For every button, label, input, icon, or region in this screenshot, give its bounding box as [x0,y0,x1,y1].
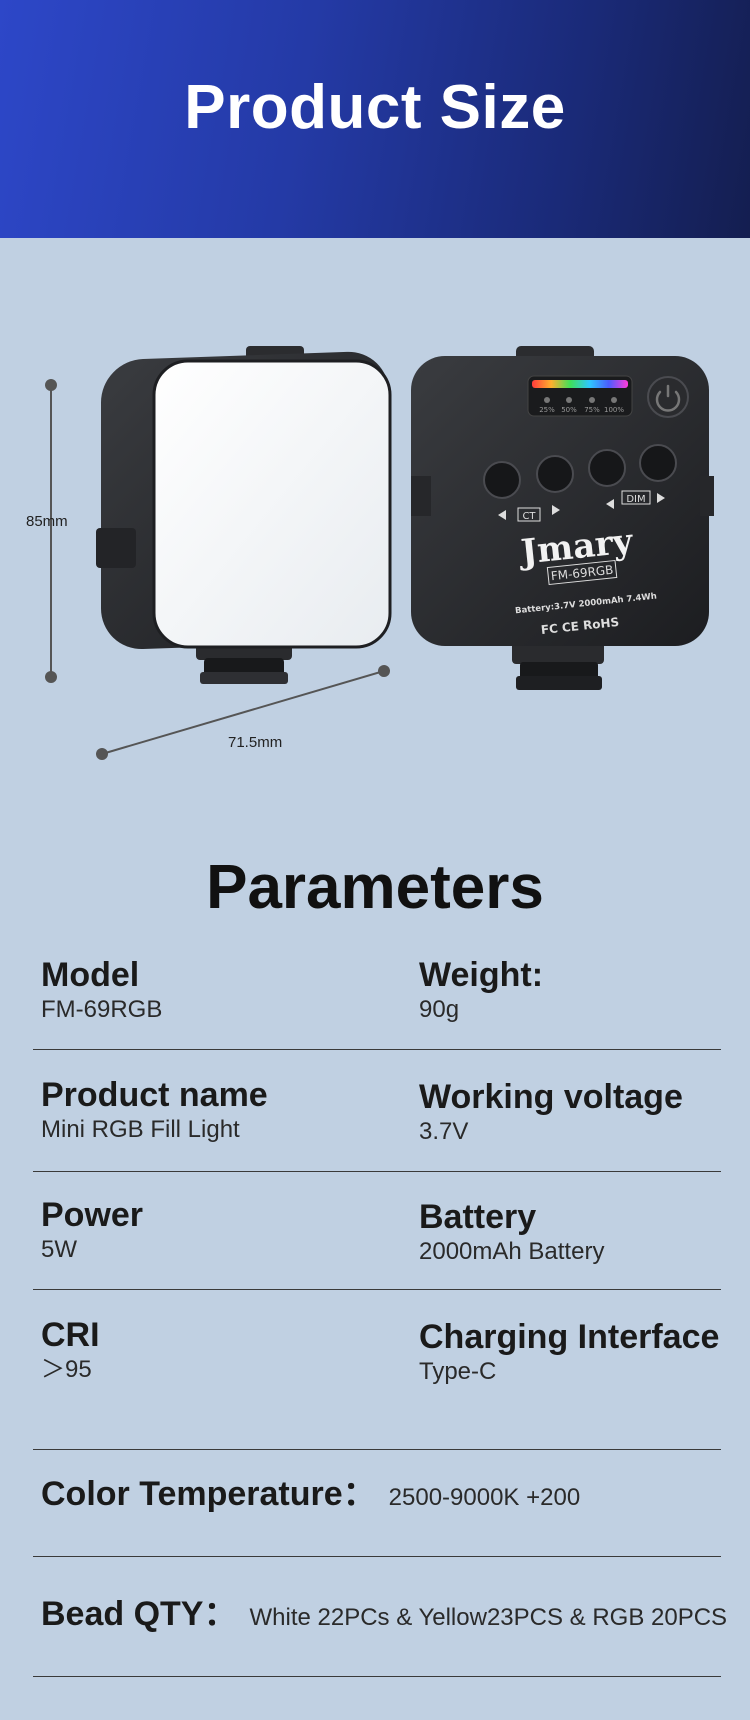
product-name-param: Product name Mini RGB Fill Light [41,1075,268,1145]
param-label: Product name [41,1076,268,1114]
param-label: Battery [419,1198,537,1236]
param-value: 2000mAh Battery [419,1238,605,1265]
height-dimension [45,379,57,683]
ct-minus-button-icon [483,461,521,499]
divider [33,1049,721,1050]
product-illustration: 25% 50% 75% 100% CT DIM Jmary FM [45,346,714,760]
param-value: 5W [41,1236,77,1263]
color-temperature-param: Color Temperature： 2500-9000K +200 [41,1474,580,1514]
param-label: Weight: [419,956,544,994]
working-voltage-param: Working voltage 3.7V [419,1077,683,1147]
divider [33,1171,721,1172]
level-25-label: 25% [539,406,555,414]
device-model-label: FM-69RGB [550,563,614,583]
param-label: Color Temperature： [41,1475,377,1513]
param-value: Mini RGB Fill Light [41,1116,240,1143]
level-50-label: 50% [561,406,577,414]
level-100-label: 100% [604,406,624,414]
model-param: Model FM-69RGB [41,955,162,1025]
level-75-label: 75% [584,406,600,414]
width-dimension [96,665,390,760]
param-label: Model [41,956,140,994]
param-value: 3.7V [419,1118,469,1145]
bead-qty-param: Bead QTY： White 22PCs & Yellow23PCS & RGB… [41,1594,727,1634]
cri-param: CRI ＞95 [41,1315,100,1385]
product-images: 25% 50% 75% 100% CT DIM Jmary FM [0,238,750,828]
back-light: 25% 50% 75% 100% CT DIM Jmary FM [411,346,714,690]
power-param: Power 5W [41,1195,143,1265]
front-light [96,346,392,684]
dim-plus-button-icon [639,444,677,482]
dim-minus-button-icon [588,449,626,487]
divider [33,1556,721,1557]
height-dimension-label: 85mm [26,513,68,530]
param-value: ＞95 [41,1356,92,1383]
dim-label: DIM [626,494,645,505]
param-value: 90g [419,996,460,1023]
param-label: Bead QTY： [41,1595,238,1633]
parameters-title: Parameters [206,853,544,922]
battery-param: Battery 2000mAh Battery [419,1197,604,1267]
divider [33,1289,721,1290]
param-label: Charging Interface [419,1318,720,1356]
charging-interface-param: Charging Interface Type-C [419,1317,719,1387]
divider [33,1676,721,1677]
width-dimension-label: 71.5mm [228,734,283,751]
param-value: FM-69RGB [41,996,163,1023]
ct-label: CT [522,511,536,522]
param-value: Type-C [419,1358,497,1385]
param-label: Working voltage [419,1078,683,1116]
weight-param: Weight: 90g [419,955,543,1025]
page-title: Product Size [184,73,566,142]
param-label: Power [41,1196,144,1234]
param-label: CRI [41,1316,100,1354]
param-value: White 22PCs & Yellow23PCS & RGB 20PCS [249,1604,728,1631]
param-value: 2500-9000K +200 [388,1484,581,1511]
header-banner: Product Size [0,0,750,238]
ct-plus-button-icon [536,455,574,493]
divider [33,1449,721,1450]
